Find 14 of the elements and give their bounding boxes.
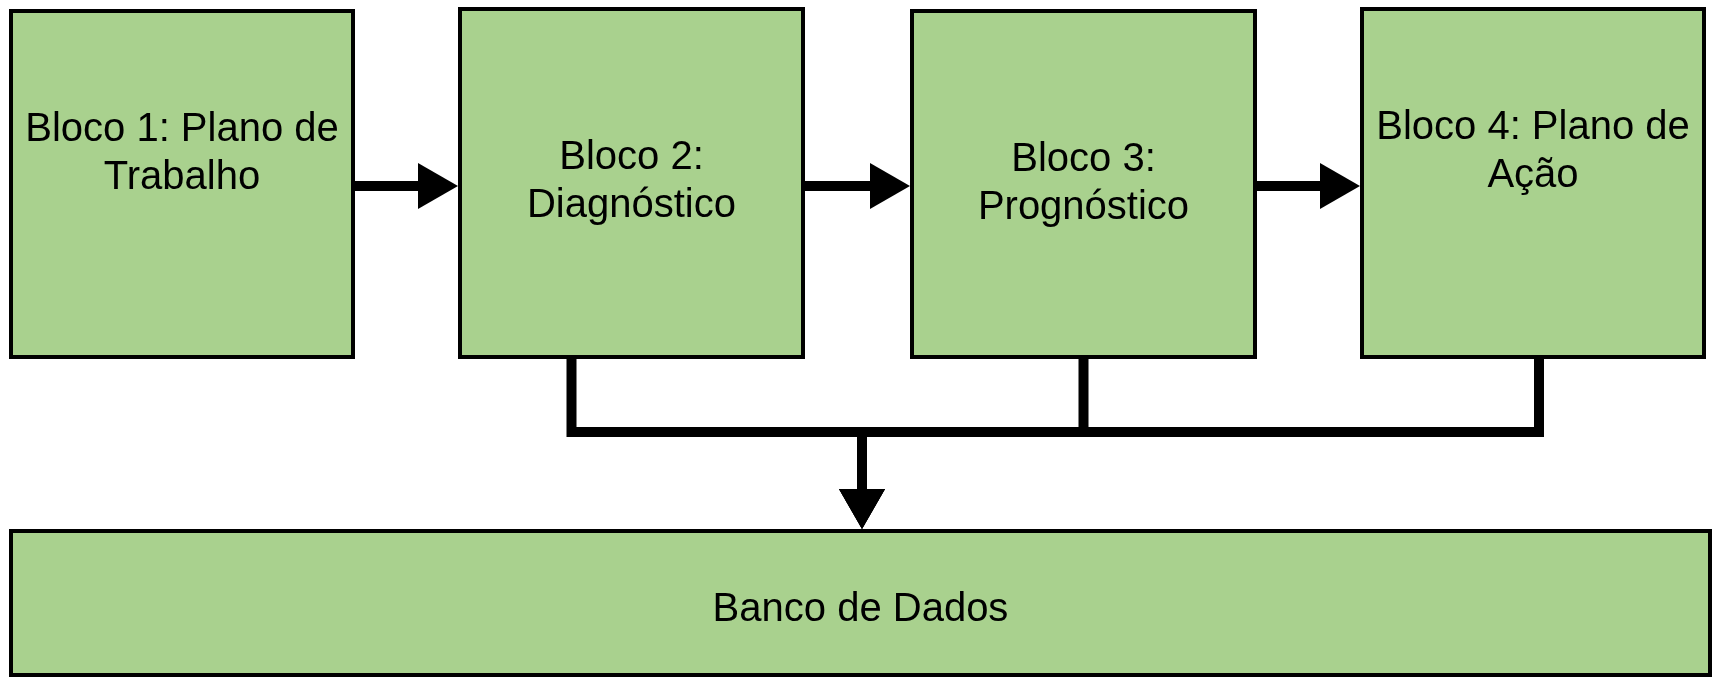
box-label: Bloco 3: Prognóstico: [976, 134, 1191, 229]
process-box: [9, 529, 1712, 677]
arrow: [355, 163, 458, 209]
box-label: Bloco 4: Plano de Ação: [1376, 102, 1690, 197]
arrow: [839, 359, 1544, 529]
process-box: [1360, 7, 1706, 359]
process-box: [910, 9, 1257, 359]
box-label: Bloco 1: Plano de Trabalho: [25, 104, 339, 199]
box-label: Bloco 2: Diagnóstico: [526, 132, 737, 227]
arrow: [1257, 163, 1360, 209]
arrow: [805, 163, 910, 209]
process-box: [9, 9, 355, 359]
process-box: [458, 7, 805, 359]
box-label: Banco de Dados: [712, 584, 1009, 631]
